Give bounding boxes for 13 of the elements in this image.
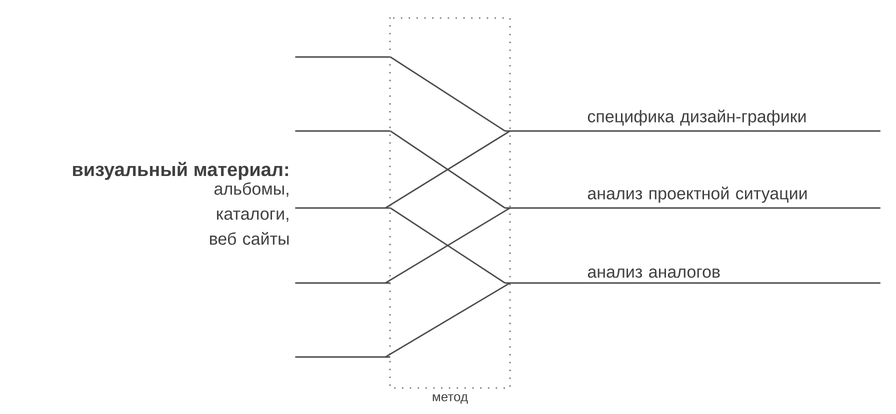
output-line: анализ проектной ситуации [505, 186, 880, 209]
input-line [295, 130, 390, 132]
source-heading: визуальный материал: [73, 162, 288, 180]
input-line [295, 56, 390, 58]
output-line: специфика дизайн-графики [505, 110, 880, 132]
frame-caption: метод [432, 394, 468, 404]
output-line: анализ аналогов [505, 268, 880, 284]
input-line [295, 207, 390, 209]
input-line [295, 282, 390, 284]
connector-line [385, 282, 510, 358]
source-list: альбомы, каталоги, веб сайты [210, 182, 289, 245]
connector-line [390, 56, 506, 132]
input-line [295, 356, 390, 358]
